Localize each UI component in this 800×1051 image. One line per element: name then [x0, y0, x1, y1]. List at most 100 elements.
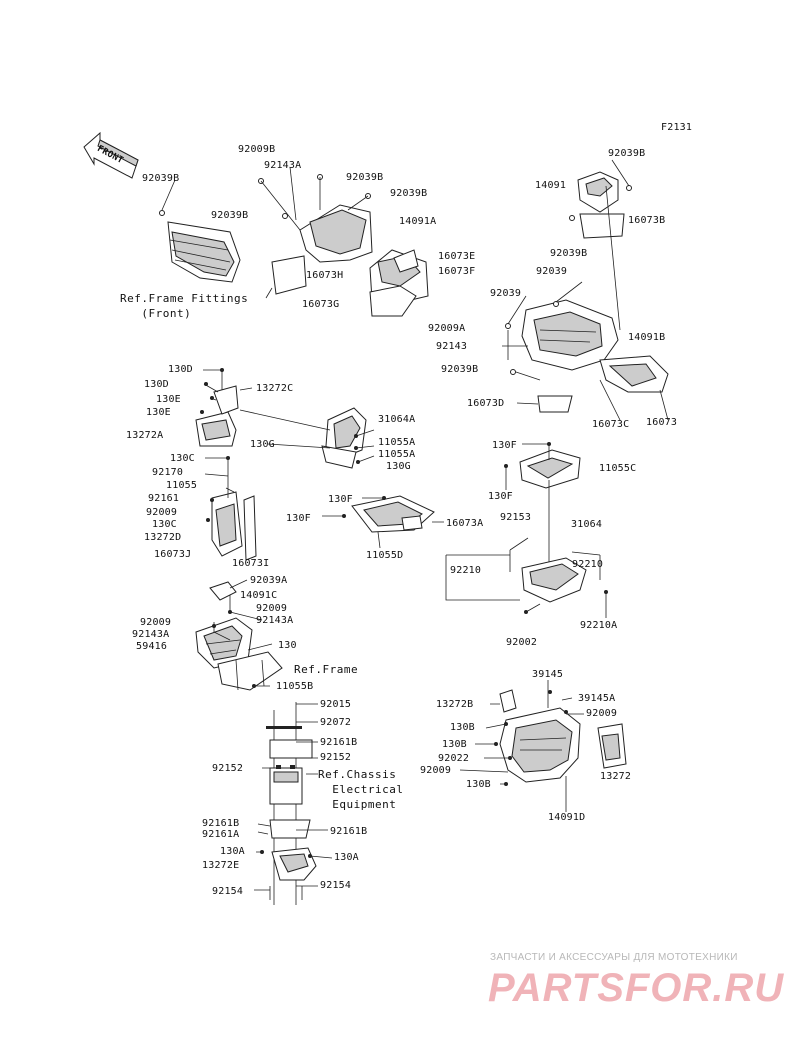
part-label: 92072 — [320, 717, 352, 728]
part-label: 130G — [250, 439, 275, 450]
lower-cover-group — [459, 680, 627, 812]
part-label: 92009B — [238, 144, 276, 155]
part-label: 11055A — [378, 449, 416, 460]
part-label: 16073B — [628, 215, 666, 226]
part-label: 16073I — [232, 558, 270, 569]
part-label: 92039B — [142, 173, 180, 184]
part-label: 92161 — [148, 493, 180, 504]
part-label: 92039B — [211, 210, 249, 221]
part-label: 92009 — [420, 765, 452, 776]
part-label: 130E — [146, 407, 171, 418]
part-label: 14091 — [535, 180, 567, 191]
part-label: 16073H — [306, 270, 344, 281]
part-label: 11055B — [276, 681, 314, 692]
part-label: 11055 — [166, 480, 198, 491]
part-label: 130E — [156, 394, 181, 405]
part-label: 92143A — [132, 629, 170, 640]
part-label: 92039B — [441, 364, 479, 375]
part-label: 92154 — [320, 880, 352, 891]
part-label: 11055D — [366, 550, 404, 561]
part-label: 92009 — [140, 617, 172, 628]
part-label: 92015 — [320, 699, 352, 710]
part-label: 130D — [168, 364, 193, 375]
part-label: 92143 — [436, 341, 468, 352]
part-label: 14091C — [240, 590, 278, 601]
part-label: 130F — [492, 440, 517, 451]
part-label: 92152 — [320, 752, 352, 763]
part-label: 14091D — [548, 812, 586, 823]
part-label: 39145A — [578, 693, 616, 704]
part-label: 92152 — [212, 763, 244, 774]
part-label: 92210A — [580, 620, 618, 631]
part-label: 13272C — [256, 383, 294, 394]
part-label: 130C — [152, 519, 177, 530]
part-label: 92210 — [450, 565, 482, 576]
part-label: 11055C — [599, 463, 637, 474]
part-label: 92039 — [536, 266, 568, 277]
part-label: 16073G — [302, 299, 340, 310]
part-label: 13272 — [600, 771, 632, 782]
part-label: 16073J — [154, 549, 192, 560]
part-label: 31064A — [378, 414, 416, 425]
figure-id: F2131 — [661, 122, 693, 133]
front-fittings-group — [159, 166, 429, 317]
bracket-column-group — [195, 368, 283, 691]
part-label: 92039 — [490, 288, 522, 299]
part-label: 92039B — [346, 172, 384, 183]
part-label: 92143A — [264, 160, 302, 171]
part-label: 130 — [278, 640, 297, 651]
part-label: 130D — [144, 379, 169, 390]
part-label: 39145 — [532, 669, 564, 680]
part-label: 92009 — [146, 507, 178, 518]
part-label: 92143A — [256, 615, 294, 626]
central-brackets-group — [239, 407, 444, 549]
part-label: 13272A — [126, 430, 164, 441]
part-label: 130F — [328, 494, 353, 505]
part-label: 13272B — [436, 699, 474, 710]
part-label: 16073A — [446, 518, 484, 529]
ref-frame: Ref.Frame — [294, 663, 359, 676]
part-label: 92039B — [390, 188, 428, 199]
part-label: 92002 — [506, 637, 538, 648]
part-label: 92161B — [202, 818, 240, 829]
part-label: 16073F — [438, 266, 476, 277]
part-label: 92039A — [250, 575, 288, 586]
part-label: 14091B — [628, 332, 666, 343]
part-label: 92009 — [256, 603, 288, 614]
part-label: 130C — [170, 453, 195, 464]
ref-frame-fittings-front: Ref.Frame Fittings (Front) — [120, 292, 249, 320]
part-label: 92039B — [608, 148, 646, 159]
part-label: 130A — [220, 846, 245, 857]
part-label: 59416 — [136, 641, 168, 652]
part-label: 92022 — [438, 753, 470, 764]
watermark-logo: PARTSFOR.RU — [488, 966, 785, 1010]
part-label: 130B — [466, 779, 491, 790]
part-label: 92161B — [320, 737, 358, 748]
part-label: 92009A — [428, 323, 466, 334]
right-bracket-group — [445, 442, 608, 618]
part-label: 130B — [442, 739, 467, 750]
part-label: 16073C — [592, 419, 630, 430]
part-label: 130B — [450, 722, 475, 733]
battery-group — [254, 702, 333, 905]
rear-fittings-group — [502, 159, 669, 421]
part-label: 92039B — [550, 248, 588, 259]
part-label: 13272E — [202, 860, 240, 871]
front-arrow-icon — [83, 131, 139, 179]
part-label: 92161B — [330, 826, 368, 837]
part-label: 92009 — [586, 708, 618, 719]
part-label: 130F — [488, 491, 513, 502]
part-label: 92153 — [500, 512, 532, 523]
part-label: 130A — [334, 852, 359, 863]
part-label: 16073E — [438, 251, 476, 262]
part-label: 92210 — [572, 559, 604, 570]
ref-chassis-electrical-equipment: Ref.Chassis Electrical Equipment — [318, 768, 404, 811]
part-label: 130G — [386, 461, 411, 472]
part-label: 92170 — [152, 467, 184, 478]
part-label: 130F — [286, 513, 311, 524]
watermark-text: ЗАПЧАСТИ И АКСЕССУАРЫ ДЛЯ МОТОТЕХНИКИ — [490, 952, 738, 963]
part-label: 31064 — [571, 519, 603, 530]
part-label: 11055A — [378, 437, 416, 448]
